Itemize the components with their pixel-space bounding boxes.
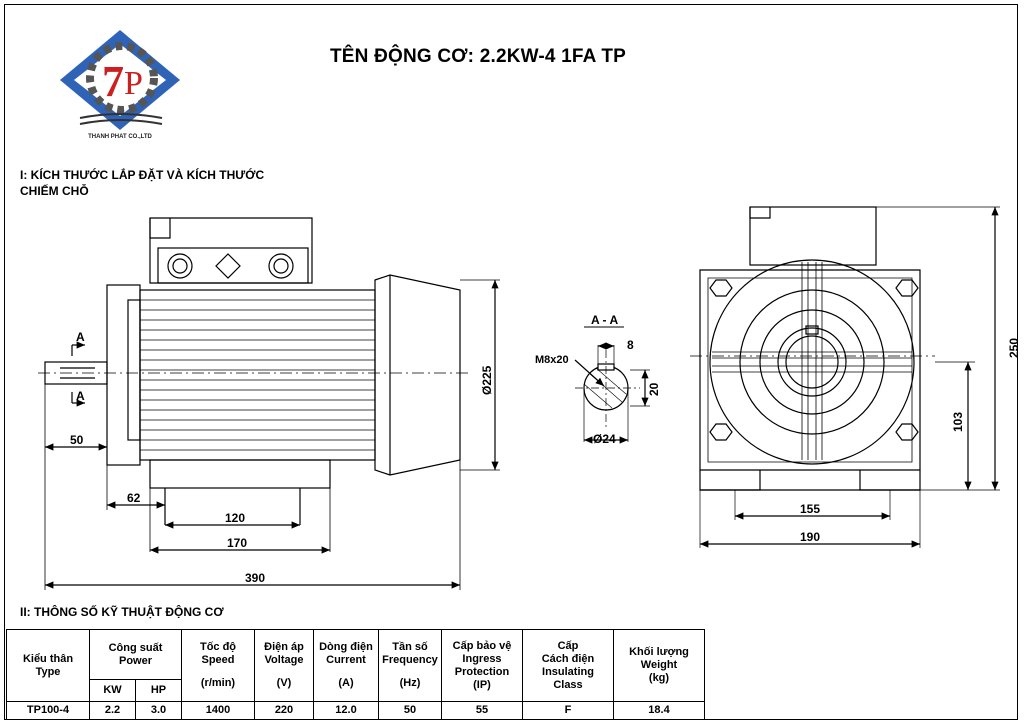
section2-heading: II: THÔNG SỐ KỸ THUẬT ĐỘNG CƠ	[20, 605, 224, 619]
header-kw: KW	[89, 679, 136, 702]
cell-weight: 18.4	[613, 701, 705, 720]
dim-center-height: 103	[951, 412, 965, 432]
cell-kw: 2.2	[89, 701, 136, 720]
dim-total-length: 390	[245, 571, 265, 585]
header-hp: HP	[135, 679, 182, 702]
section-mark-top: A	[76, 330, 85, 344]
cell-frequency: 50	[378, 701, 442, 720]
dim-shaft-diameter: Ø24	[593, 432, 616, 446]
company-logo: 7 P THANH PHAT CO.,LTD	[60, 30, 180, 140]
cell-voltage: 220	[254, 701, 314, 720]
section1-heading: I: KÍCH THƯỚC LẮP ĐẶT VÀ KÍCH THƯỚC CHIẾ…	[20, 167, 300, 199]
side-view	[38, 217, 500, 590]
dim-key-width: 8	[627, 338, 634, 352]
dim-diameter: Ø225	[480, 365, 494, 395]
cell-insulation: F	[522, 701, 614, 720]
drawing-frame	[4, 4, 1018, 720]
section-aa-view	[574, 342, 650, 444]
section1-line1: I: KÍCH THƯỚC LẮP ĐẶT VÀ KÍCH THƯỚC	[20, 168, 265, 182]
cell-hp: 3.0	[135, 701, 182, 720]
dim-key-depth: 20	[647, 382, 661, 396]
cell-speed: 1400	[181, 701, 255, 720]
dim-170: 170	[227, 536, 247, 550]
cell-type: TP100-4	[6, 701, 90, 720]
cell-protection: 55	[441, 701, 523, 720]
dim-shaft-length: 50	[70, 433, 84, 447]
section1-line2: CHIẾM CHỖ	[20, 184, 89, 198]
logo-caption: THANH PHAT CO.,LTD	[88, 134, 152, 140]
section-mark-bottom: A	[76, 389, 85, 403]
cell-current: 12.0	[313, 701, 379, 720]
dim-base-width: 190	[800, 530, 820, 544]
dim-120: 120	[225, 511, 245, 525]
dim-thread: M8x20	[535, 354, 569, 366]
section-aa-title: A - A	[591, 313, 618, 327]
svg-text:7: 7	[102, 57, 124, 106]
page-title: TÊN ĐỘNG CƠ: 2.2KW-4 1FA TP	[330, 46, 627, 67]
dim-height: 250	[1007, 338, 1021, 358]
svg-text:P: P	[124, 65, 143, 102]
dim-hole-spacing: 155	[800, 502, 820, 516]
dim-62: 62	[127, 491, 141, 505]
front-view	[690, 206, 1000, 548]
